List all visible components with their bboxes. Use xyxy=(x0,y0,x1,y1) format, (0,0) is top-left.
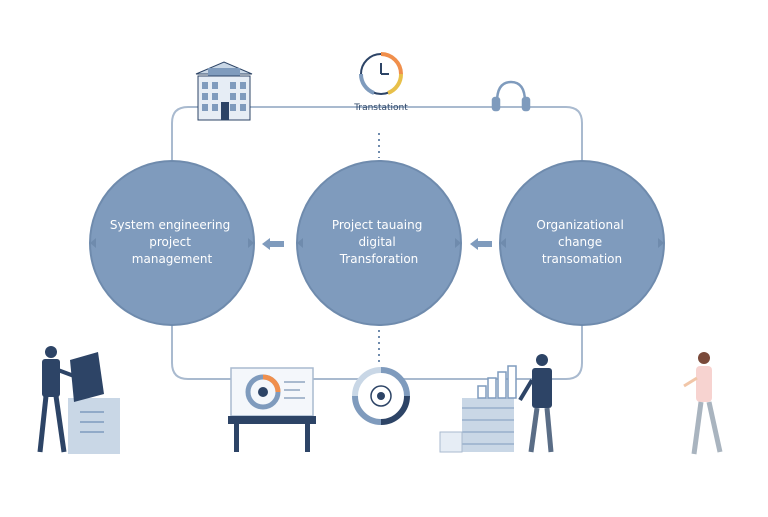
circle-1-line-1: System engineering xyxy=(110,218,230,232)
bar-chart-icon xyxy=(439,365,517,453)
circle-3-line-2: change xyxy=(558,235,602,249)
gear-dial-icon xyxy=(352,367,410,425)
circle-2-line-2: digital xyxy=(358,235,395,249)
circle-3-line-3: transomation xyxy=(542,252,622,266)
top-label: Transtationt xyxy=(353,103,408,113)
circle-1-label: System engineering project management xyxy=(110,218,234,266)
building-icon xyxy=(195,61,253,121)
circle-notches xyxy=(90,238,664,248)
clock-icon xyxy=(358,52,404,95)
woman-figure xyxy=(683,352,723,455)
businessman-figure xyxy=(518,354,554,453)
person-with-screen xyxy=(37,346,120,454)
arrow-left-2 xyxy=(470,238,492,250)
top-connector xyxy=(171,106,583,165)
circle-1-line-3: management xyxy=(132,252,213,266)
circle-2-line-1: Project tauaing xyxy=(332,218,422,232)
headphones-icon xyxy=(491,80,531,112)
arrow-left-1 xyxy=(262,238,284,250)
circle-2-label: Project tauaing digital Transforation xyxy=(332,218,426,266)
circle-3-label: Organizational change transomation xyxy=(536,218,627,266)
circle-1-line-2: project xyxy=(149,235,191,249)
circle-2-line-3: Transforation xyxy=(339,252,419,266)
circle-3-line-1: Organizational xyxy=(536,218,623,232)
presentation-board-icon xyxy=(228,367,316,452)
